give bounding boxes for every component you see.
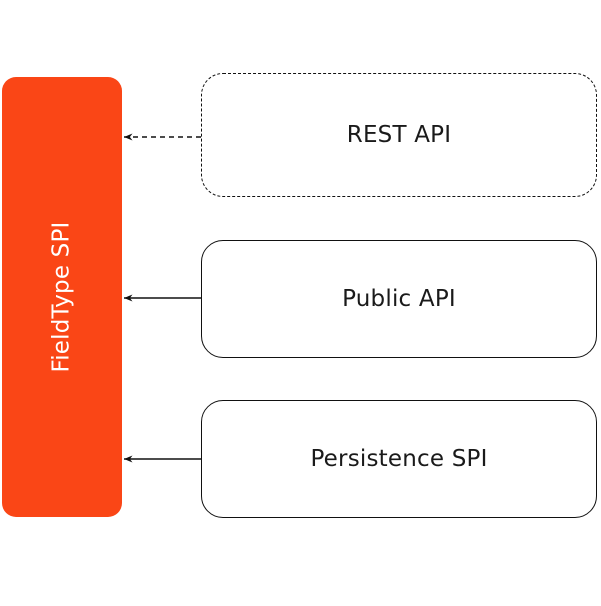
node-public-api-label: Public API: [342, 286, 456, 312]
node-persistence-spi[interactable]: Persistence SPI: [201, 400, 597, 518]
fieldtype-spi-label: FieldType SPI: [49, 221, 76, 373]
node-rest-api[interactable]: REST API: [201, 73, 597, 197]
fieldtype-spi-block[interactable]: FieldType SPI: [2, 77, 122, 517]
node-public-api[interactable]: Public API: [201, 240, 597, 358]
node-rest-api-label: REST API: [346, 122, 452, 148]
node-persistence-spi-label: Persistence SPI: [310, 446, 488, 472]
